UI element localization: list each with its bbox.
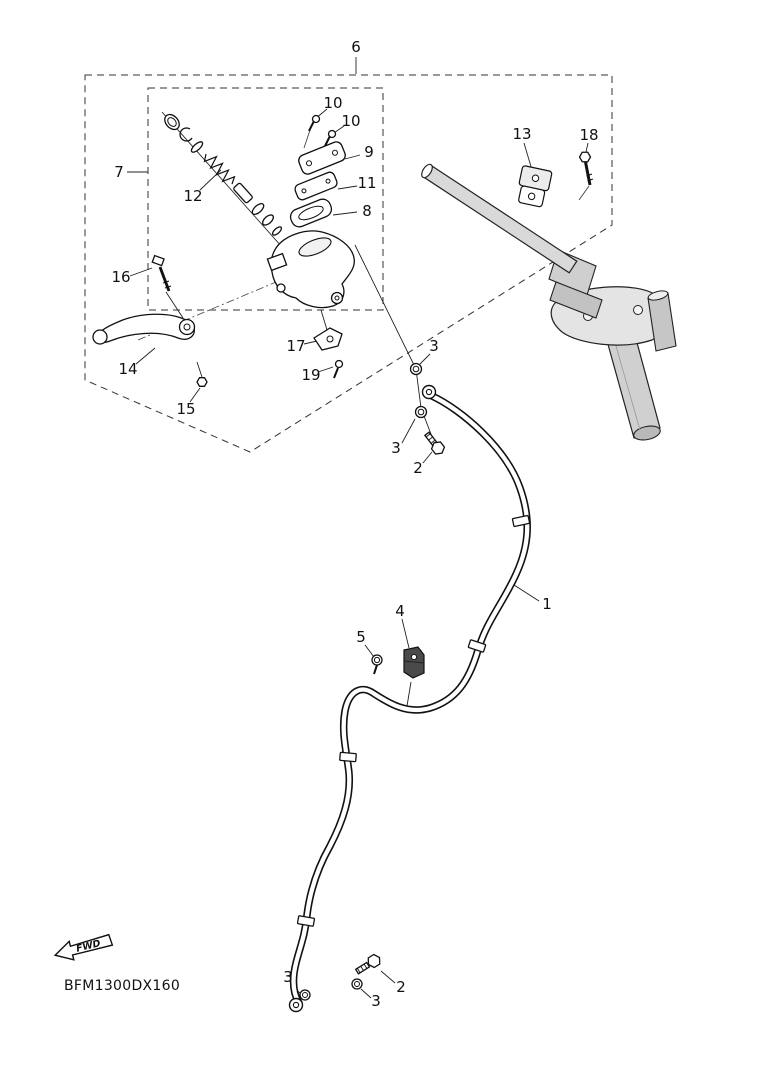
hose-stay xyxy=(313,327,343,351)
lever-nut xyxy=(196,377,208,387)
handlebar xyxy=(421,163,578,274)
callout-17: 17 xyxy=(286,337,305,355)
lever-pivot-bolt xyxy=(151,254,172,292)
master-cylinder-rebuild-kit xyxy=(164,113,283,236)
holder-bolt xyxy=(578,151,594,186)
callout-3-a: 3 xyxy=(429,337,439,355)
brake-lever xyxy=(92,313,196,345)
callout-7: 7 xyxy=(114,163,124,181)
callout-10-a: 10 xyxy=(323,94,342,112)
reservoir-cap xyxy=(298,141,346,175)
hose-clamp xyxy=(403,646,425,679)
diaphragm-plate xyxy=(294,171,338,201)
sealing-washers-upper xyxy=(409,362,428,419)
callout-6: 6 xyxy=(351,38,361,56)
brake-hose xyxy=(288,384,531,1013)
reservoir-cap-screws xyxy=(308,114,337,147)
callout-14: 14 xyxy=(118,360,137,378)
callout-2-a: 2 xyxy=(413,459,423,477)
fwd-arrow: FWD xyxy=(53,933,114,961)
callout-18: 18 xyxy=(579,126,598,144)
master-cylinder-body xyxy=(266,230,355,309)
fwd-arrow-label: FWD xyxy=(75,938,102,955)
callout-9: 9 xyxy=(364,143,374,161)
fork-crown-assembly xyxy=(548,249,677,441)
callout-4: 4 xyxy=(395,602,405,620)
clamp-bolt xyxy=(371,654,383,675)
callout-3-b: 3 xyxy=(391,439,401,457)
banjo-bolt-lower xyxy=(354,953,381,975)
hose-holder xyxy=(518,165,553,208)
callout-12: 12 xyxy=(183,187,202,205)
callout-16: 16 xyxy=(111,268,130,286)
reservoir-diaphragm xyxy=(289,198,333,228)
assembly-boundary-dashed xyxy=(84,74,613,453)
part-code: BFM1300DX160 xyxy=(64,978,180,994)
callout-8: 8 xyxy=(362,202,372,220)
callout-13: 13 xyxy=(512,125,531,143)
stay-screw xyxy=(333,359,344,379)
callout-19: 19 xyxy=(301,366,320,384)
callout-1: 1 xyxy=(542,595,552,613)
leader-lines xyxy=(127,57,590,999)
callout-labels: 6 7 10 10 9 11 8 12 16 14 15 17 19 13 18… xyxy=(111,38,598,1010)
callout-3-c: 3 xyxy=(283,968,293,986)
callout-2-b: 2 xyxy=(396,978,406,996)
callout-10-b: 10 xyxy=(341,112,360,130)
banjo-bolt-upper xyxy=(423,431,446,455)
callout-3-d: 3 xyxy=(371,992,381,1010)
sealing-washers-lower xyxy=(299,978,363,1001)
callout-11: 11 xyxy=(357,174,376,192)
callout-5: 5 xyxy=(356,628,366,646)
callout-15: 15 xyxy=(176,400,195,418)
